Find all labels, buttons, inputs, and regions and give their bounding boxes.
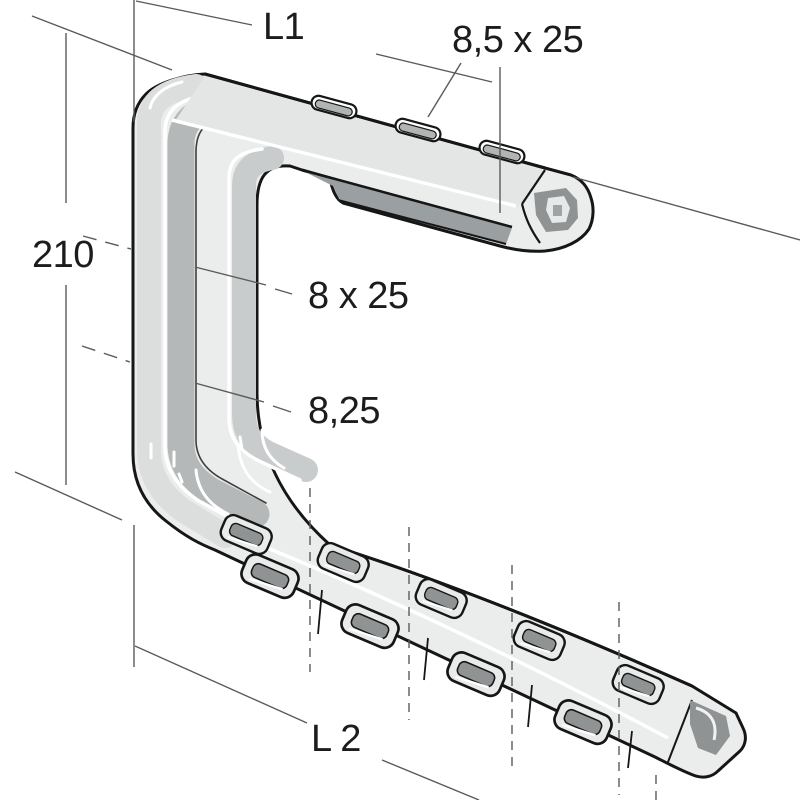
bottom-rail-back-edge — [329, 543, 693, 688]
tab-upper-5 — [611, 663, 665, 706]
l1-dimension-line — [135, 0, 493, 83]
label-height: 210 — [32, 234, 94, 276]
top-arm-slots — [310, 94, 526, 165]
tab-lower-2 — [340, 603, 400, 650]
highlight-ticks — [148, 80, 286, 516]
label-l1: L1 — [263, 6, 305, 48]
hole-side-leader-dash — [272, 405, 292, 413]
bottom-rail — [247, 538, 737, 769]
top-arm-top-face — [175, 76, 543, 207]
slot-top-leader-1 — [427, 62, 462, 118]
label-slot-top: 8,5 x 25 — [452, 19, 584, 61]
top-arm-channel-shadow — [305, 172, 512, 244]
label-l2: L 2 — [311, 718, 361, 760]
tab-upper-3 — [414, 577, 468, 620]
bottom-rail-fold-highlight — [247, 538, 669, 740]
bottom-rail-lower-tabs — [240, 553, 613, 746]
tab-lower-4 — [553, 699, 613, 746]
top-arm — [171, 72, 578, 245]
label-hole-side: 8,25 — [308, 390, 380, 432]
height-extension-top — [31, 15, 173, 71]
hole-side-leader-solid — [194, 382, 265, 403]
bracket-body — [131, 72, 747, 779]
slot-side-leader — [82, 235, 132, 250]
tab-upper-4 — [512, 619, 566, 662]
top-arm-front-bottom-edge — [301, 168, 513, 229]
top-arm-end-hook — [520, 169, 578, 244]
slot-3 — [478, 139, 526, 165]
annotations — [14, 0, 800, 800]
tab-lower-1 — [240, 553, 300, 600]
slot-side-leader-solid — [194, 266, 267, 286]
hole-side-leader — [81, 345, 131, 363]
l1-extension-right — [572, 176, 800, 241]
tab-upper-1 — [219, 513, 273, 556]
bottom-rail-segment-lines — [317, 589, 633, 769]
slot-2 — [394, 117, 442, 143]
pitch-lines — [309, 488, 657, 800]
top-arm-lip-edge — [337, 199, 507, 245]
slot-side-leader-dash — [274, 288, 293, 295]
height-extension-bottom — [14, 471, 123, 521]
l2-dimension-line — [134, 645, 480, 800]
bottom-rail-end-fold — [667, 684, 737, 763]
tab-upper-2 — [316, 541, 370, 584]
bottom-rail-upper-tabs — [219, 513, 665, 706]
top-arm-fold-highlight — [171, 118, 517, 208]
label-slot-side: 8 x 25 — [308, 275, 409, 317]
slot-1 — [310, 94, 358, 120]
tab-lower-3 — [446, 651, 506, 698]
